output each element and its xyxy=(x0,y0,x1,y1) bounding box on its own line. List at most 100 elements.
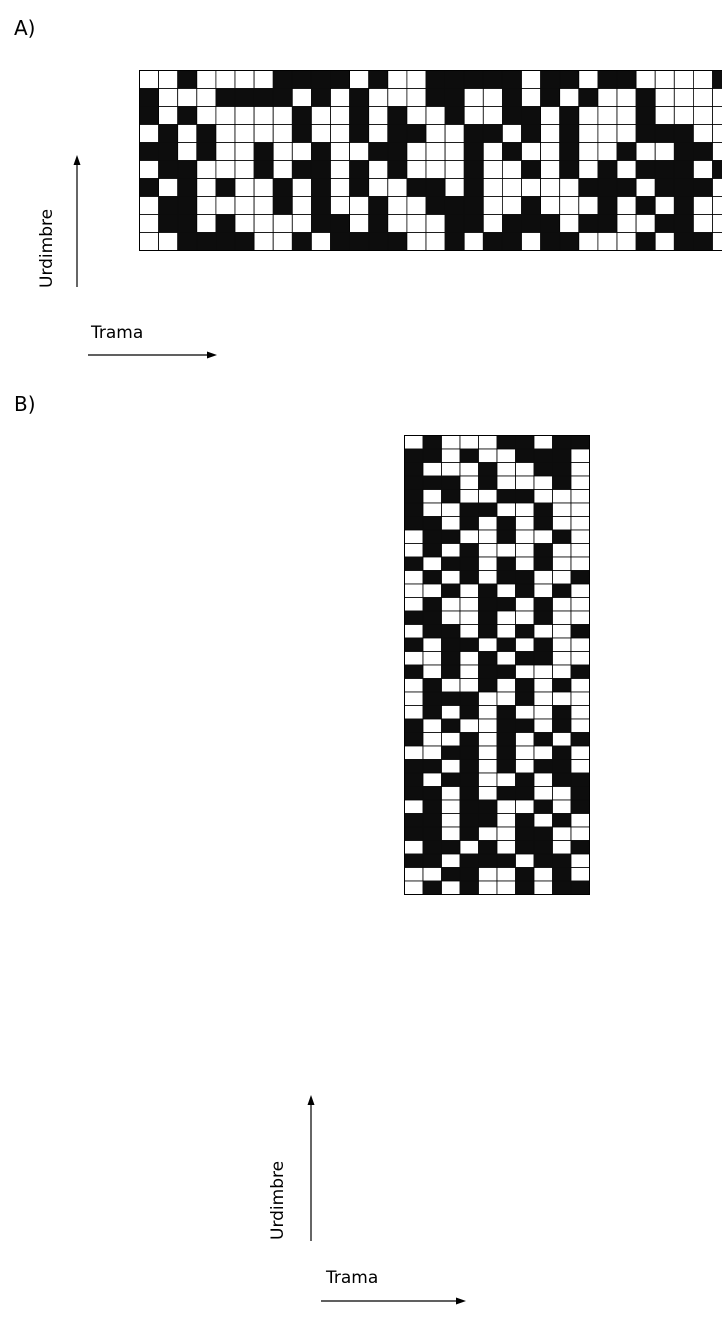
panel-a-cell-filled xyxy=(425,88,446,107)
panel-a-cell-empty xyxy=(349,70,370,89)
panel-a-cell-empty xyxy=(540,196,561,215)
panel-b-cell-filled xyxy=(533,597,553,612)
panel-a-cell-filled xyxy=(139,178,160,197)
panel-b-cell-empty xyxy=(533,705,553,720)
panel-b-cell-empty xyxy=(441,799,461,814)
panel-b-cell-filled xyxy=(515,435,535,450)
panel-b-cell-empty xyxy=(422,637,442,652)
panel-b-cell-filled xyxy=(422,880,442,895)
panel-a-cell-empty xyxy=(387,70,408,89)
panel-a-cell-filled xyxy=(578,178,599,197)
panel-a-cell-empty xyxy=(139,70,160,89)
panel-a-cell-empty xyxy=(578,196,599,215)
panel-b-cell-filled xyxy=(515,448,535,463)
panel-b-cell-empty xyxy=(515,543,535,558)
panel-b-cell-filled xyxy=(459,691,479,706)
panel-b-cell-filled xyxy=(478,813,498,828)
panel-b-cell-empty xyxy=(515,556,535,571)
panel-a-cell-empty xyxy=(673,70,694,89)
panel-b-cell-empty xyxy=(422,664,442,679)
panel-a-cell-filled xyxy=(463,70,484,89)
panel-a-cell-filled xyxy=(368,196,389,215)
panel-a-cell-filled xyxy=(673,214,694,233)
panel-a-cell-filled xyxy=(501,142,522,161)
panel-b-cell-empty xyxy=(515,745,535,760)
panel-b-cell-filled xyxy=(459,880,479,895)
panel-b-cell-empty xyxy=(422,502,442,517)
panel-b-cell-empty xyxy=(552,691,572,706)
panel-b-cell-empty xyxy=(478,867,498,882)
panel-b-cell-filled xyxy=(515,678,535,693)
panel-a-cell-empty xyxy=(712,142,722,161)
panel-b-cell-filled xyxy=(404,759,424,774)
panel-b-cell-filled xyxy=(459,813,479,828)
panel-a-cell-empty xyxy=(616,124,637,143)
panel-a-cell-empty xyxy=(578,142,599,161)
panel-a-cell-filled xyxy=(234,88,255,107)
panel-a-cell-filled xyxy=(616,70,637,89)
panel-b-cell-filled xyxy=(570,664,590,679)
panel-b-cell-empty xyxy=(422,489,442,504)
panel-b-cell-filled xyxy=(552,475,572,490)
panel-a-cell-filled xyxy=(444,232,465,251)
panel-b-cell-empty xyxy=(515,637,535,652)
panel-a-cell-empty xyxy=(234,160,255,179)
panel-a-cell-filled xyxy=(215,232,236,251)
panel-b-cell-filled xyxy=(404,462,424,477)
panel-b-cell-filled xyxy=(496,637,516,652)
panel-a-cell-empty xyxy=(693,124,713,143)
panel-a-cell-filled xyxy=(521,196,542,215)
panel-a-cell-empty xyxy=(444,160,465,179)
panel-b-cell-empty xyxy=(496,678,516,693)
panel-b-cell-empty xyxy=(533,813,553,828)
panel-b-cell-filled xyxy=(422,529,442,544)
panel-b-cell-filled xyxy=(552,435,572,450)
panel-b-cell-empty xyxy=(570,678,590,693)
panel-a-cell-empty xyxy=(272,106,293,125)
panel-b-cell-empty xyxy=(552,664,572,679)
panel-b-cell-empty xyxy=(552,799,572,814)
panel-a-cell-filled xyxy=(654,178,675,197)
panel-a-cell-empty xyxy=(349,142,370,161)
panel-b-cell-filled xyxy=(496,489,516,504)
panel-b-cell-empty xyxy=(570,462,590,477)
panel-a-cell-empty xyxy=(234,214,255,233)
panel-b-cell-empty xyxy=(533,718,553,733)
panel-b-cell-empty xyxy=(459,651,479,666)
panel-a-cell-empty xyxy=(177,124,198,143)
panel-a-cell-filled xyxy=(253,88,274,107)
panel-b-cell-empty xyxy=(570,597,590,612)
panel-b-cell-empty xyxy=(496,772,516,787)
panel-b-cell-empty xyxy=(441,597,461,612)
panel-b-cell-filled xyxy=(515,583,535,598)
panel-b-cell-filled xyxy=(533,637,553,652)
panel-b-cell-empty xyxy=(552,502,572,517)
panel-b-cell-empty xyxy=(570,853,590,868)
panel-b-cell-empty xyxy=(533,475,553,490)
panel-a-cell-empty xyxy=(368,124,389,143)
panel-a-cell-empty xyxy=(712,196,722,215)
panel-b-cell-filled xyxy=(422,840,442,855)
panel-b-cell-empty xyxy=(404,867,424,882)
panel-a-cell-filled xyxy=(330,232,351,251)
panel-b-cell-empty xyxy=(441,435,461,450)
panel-a-cell-empty xyxy=(578,106,599,125)
panel-b-cell-empty xyxy=(515,597,535,612)
panel-b-cell-filled xyxy=(422,610,442,625)
panel-a-cell-empty xyxy=(234,178,255,197)
panel-a-cell-filled xyxy=(444,106,465,125)
panel-b-cell-filled xyxy=(478,799,498,814)
panel-b-warp-arrow-icon xyxy=(307,1095,315,1241)
panel-b-cell-empty xyxy=(570,867,590,882)
panel-b-cell-filled xyxy=(515,813,535,828)
panel-a-warp-arrow-icon xyxy=(73,155,81,287)
panel-b-cell-empty xyxy=(533,867,553,882)
panel-a-cell-empty xyxy=(444,178,465,197)
panel-b-cell-empty xyxy=(552,570,572,585)
panel-a-cell-filled xyxy=(559,142,580,161)
panel-b-cell-empty xyxy=(478,489,498,504)
panel-b-cell-empty xyxy=(496,799,516,814)
panel-b-cell-empty xyxy=(441,732,461,747)
panel-a-cell-empty xyxy=(234,142,255,161)
panel-b-cell-filled xyxy=(404,826,424,841)
